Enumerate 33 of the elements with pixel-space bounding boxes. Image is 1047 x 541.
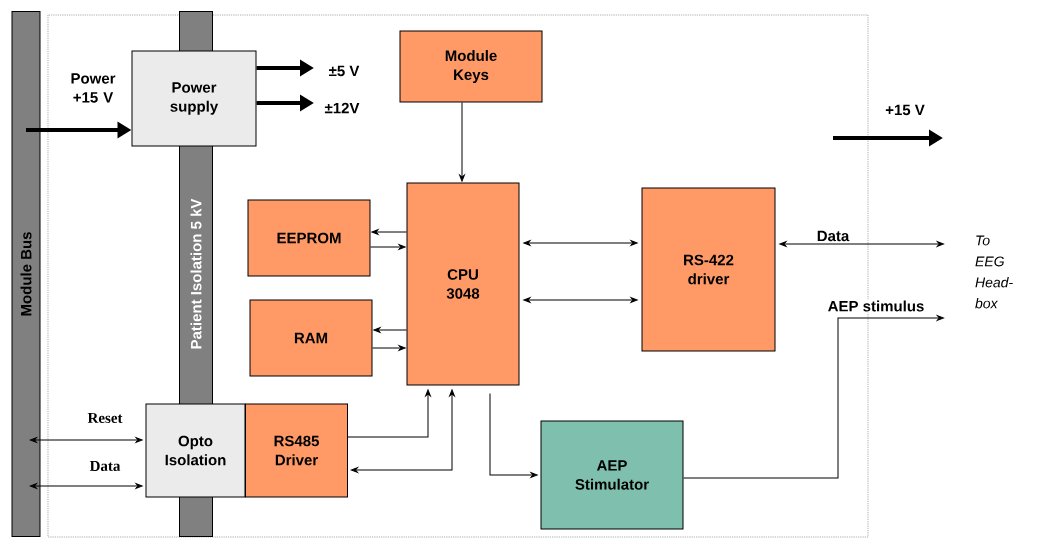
block-box: AEP Stimulator xyxy=(540,420,684,530)
edge-label: Data xyxy=(815,229,851,243)
block-box: EEPROM xyxy=(247,199,371,277)
arrow xyxy=(371,229,407,235)
arrow xyxy=(523,240,638,246)
arrow xyxy=(370,244,406,250)
voltage-label: +15 V xyxy=(885,104,925,116)
edge-label: ±5 V xyxy=(327,64,361,78)
edge-label: ±12V xyxy=(323,101,361,115)
arrow xyxy=(683,315,944,479)
arrow xyxy=(523,297,638,303)
edge-label: Data xyxy=(88,460,122,472)
block-box: Power supply xyxy=(131,50,257,147)
block-box: Opto Isolation xyxy=(145,403,246,498)
arrow xyxy=(29,483,143,489)
arrow xyxy=(373,327,407,333)
edge-label: AEP stimulus xyxy=(826,299,926,313)
arrow xyxy=(459,102,465,182)
block-box: RS485 Driver xyxy=(245,403,348,498)
block-box: RS-422 driver xyxy=(641,187,776,352)
bus-bar: Module Bus xyxy=(11,11,41,537)
destination-label: To EEG Head-box xyxy=(975,235,1013,309)
arrow xyxy=(347,389,431,438)
arrow xyxy=(779,241,944,247)
arrow xyxy=(29,437,143,443)
edge-label: Power +15 V xyxy=(61,72,125,104)
block-box: Module Keys xyxy=(399,30,543,103)
block-box: RAM xyxy=(249,299,373,377)
block-box: CPU 3048 xyxy=(406,182,520,386)
edge-label: Reset xyxy=(86,412,124,424)
arrow xyxy=(350,389,455,473)
arrow xyxy=(372,345,406,351)
arrow xyxy=(489,393,538,478)
